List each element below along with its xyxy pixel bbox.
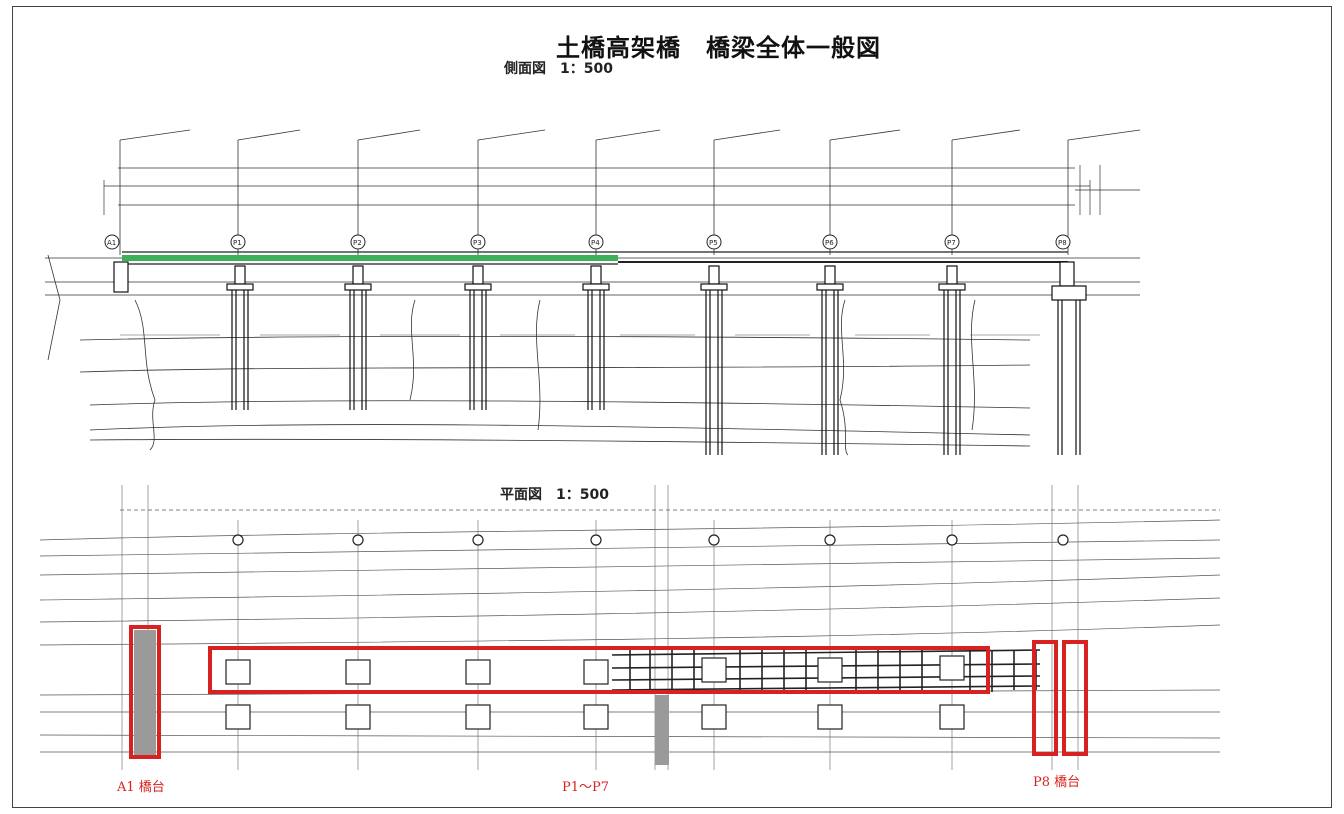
highlight-boxes: [129, 625, 1088, 759]
station-leaders: [119, 129, 1141, 255]
plan-view-label: 平面図 1：500: [500, 487, 609, 503]
side-view: A1 P1 P2 P3 P4 P5 P6 P7 P8: [45, 129, 1141, 456]
plan-view: [39, 485, 1221, 770]
dimension-lines: [103, 165, 1140, 215]
pier-label: P2: [353, 239, 362, 247]
pier-label: P5: [709, 239, 718, 247]
pier-label: P7: [947, 239, 956, 247]
side-view-label: 側面図 1：500: [504, 61, 613, 77]
pier-markers: [104, 234, 1071, 250]
pier-columns: [113, 261, 1087, 455]
highlight-p8-left: [1032, 640, 1058, 756]
label-p8-abutment: P8 橋台: [1033, 775, 1081, 790]
pier-label: P8: [1058, 239, 1067, 247]
highlight-a1: [129, 625, 161, 759]
plan-footings: [225, 534, 1069, 730]
drawing-title: 土橋高架橋 橋梁全体一般図: [556, 34, 881, 62]
pier-marker-labels: A1 P1 P2 P3 P4 P5 P6 P7 P8: [107, 239, 1067, 247]
highlight-p1-p7: [208, 646, 990, 694]
pier-label: P4: [591, 239, 600, 247]
pier-label: P1: [233, 239, 242, 247]
mid-hatch: [655, 695, 669, 765]
highlight-p8-right: [1062, 640, 1088, 756]
pier-label: P3: [473, 239, 482, 247]
label-p1-p7: P1～P7: [562, 780, 610, 795]
pier-label: P6: [825, 239, 834, 247]
a1-abutment-hatch: [134, 630, 156, 756]
drawing-frame: [12, 6, 1332, 808]
pier-label: A1: [107, 239, 116, 247]
label-a1-abutment: A1 橋台: [117, 780, 165, 795]
